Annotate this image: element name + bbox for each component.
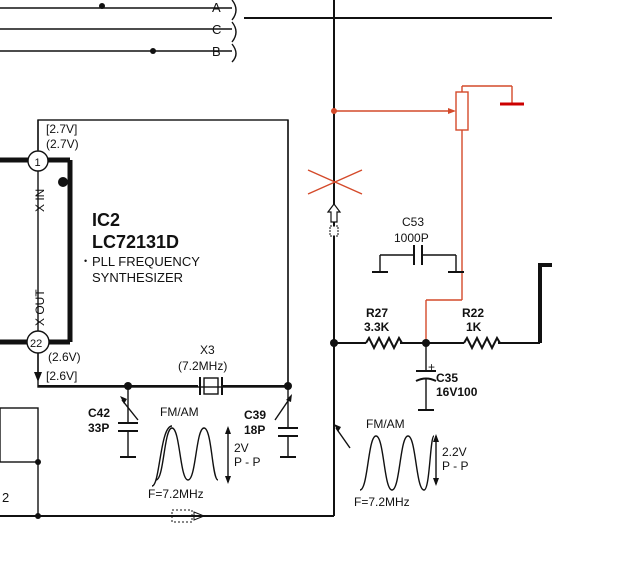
waveform-right — [359, 434, 439, 491]
c42-value: 33P — [88, 421, 109, 435]
r27-value: 3.3K — [364, 320, 390, 334]
capacitor-c53 — [372, 245, 464, 273]
c35-ref: C35 — [436, 371, 458, 385]
ic2-pin22-number: 22 — [30, 338, 42, 350]
connector-block: A C B — [0, 0, 237, 63]
ic2-pin22-voltage-top: (2.6V) — [48, 350, 81, 364]
crystal-x3 — [199, 377, 223, 395]
ic2-part: LC72131D — [92, 232, 179, 252]
c53-value: 1000P — [394, 231, 429, 245]
c39-ref: C39 — [244, 408, 266, 422]
c35-value: 16V100 — [436, 385, 478, 399]
capacitor-c39 — [278, 386, 298, 458]
waveform-left-mode: FM/AM — [160, 405, 199, 419]
waveform-left — [151, 425, 231, 487]
c35-polarity: + — [428, 360, 435, 374]
ic2-pin1-voltage-bottom: (2.7V) — [46, 137, 79, 151]
ic2-ref: IC2 — [92, 210, 120, 230]
c53-ref: C53 — [402, 215, 424, 229]
capacitor-c42 — [118, 386, 138, 458]
crystal-ref: X3 — [200, 343, 215, 357]
ic2-pin1-voltage-top: [2.7V] — [46, 122, 77, 136]
ic2-pin1-name: X IN — [33, 189, 47, 212]
connector-pin-c: C — [212, 22, 221, 37]
ic2-pin1-marker-dot — [58, 177, 68, 187]
waveform-right-freq: F=7.2MHz — [354, 495, 410, 509]
connector-pin-b: B — [212, 44, 221, 59]
right-thick-wire — [538, 263, 552, 343]
svg-text:•: • — [84, 256, 87, 266]
r22-ref: R22 — [462, 306, 484, 320]
ic2-pin22-name: X OUT — [33, 289, 47, 326]
connector-pin-a: A — [212, 0, 221, 15]
waveform-left-freq: F=7.2MHz — [148, 487, 204, 501]
waveform-right-amplitude: 2.2V — [442, 445, 467, 459]
capacitor-c35 — [415, 343, 437, 411]
ic2-desc-line1: PLL FREQUENCY — [92, 254, 200, 269]
r27-ref: R27 — [366, 306, 388, 320]
c42-ref: C42 — [88, 406, 110, 420]
ic2-desc-line2: SYNTHESIZER — [92, 270, 183, 285]
ic2-pin22-voltage-bottom: [2.6V] — [46, 369, 77, 383]
main-wire-test-point-icon — [326, 203, 342, 237]
crystal-value: (7.2MHz) — [178, 359, 227, 373]
waveform-right-pp: P - P — [442, 459, 468, 473]
waveform-left-amplitude: 2V — [234, 441, 249, 455]
left-edge-label: 2 — [2, 490, 9, 505]
waveform-right-mode: FM/AM — [366, 417, 405, 431]
waveform-left-pp: P - P — [234, 455, 260, 469]
r22-value: 1K — [466, 320, 482, 334]
ic2-pin1-number: 1 — [35, 157, 41, 169]
ic2-block: 1 22 X IN X OUT IC2 LC72131D PLL FREQUEN… — [0, 119, 289, 388]
c39-value: 18P — [244, 423, 265, 437]
bottom-test-point-icon — [171, 509, 206, 523]
